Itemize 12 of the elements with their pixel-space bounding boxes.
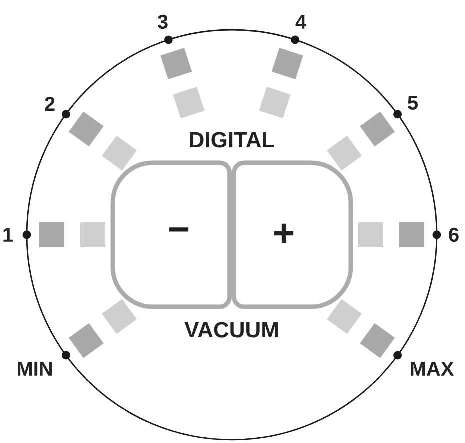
- plus-button: +: [232, 160, 354, 310]
- scale-label: 3: [158, 14, 168, 30]
- scale-label: 2: [45, 97, 55, 111]
- scale-label: 1: [4, 228, 14, 242]
- scale-label: MIN: [18, 362, 52, 376]
- scale-label: 5: [408, 96, 418, 110]
- panel-label: VACUUM: [184, 322, 278, 338]
- scale-label: 4: [296, 15, 306, 29]
- minus-button: −: [110, 160, 232, 310]
- scale-label: MAX: [411, 362, 454, 376]
- scale-label: 6: [449, 228, 459, 242]
- panel-label: DIGITAL: [190, 132, 275, 148]
